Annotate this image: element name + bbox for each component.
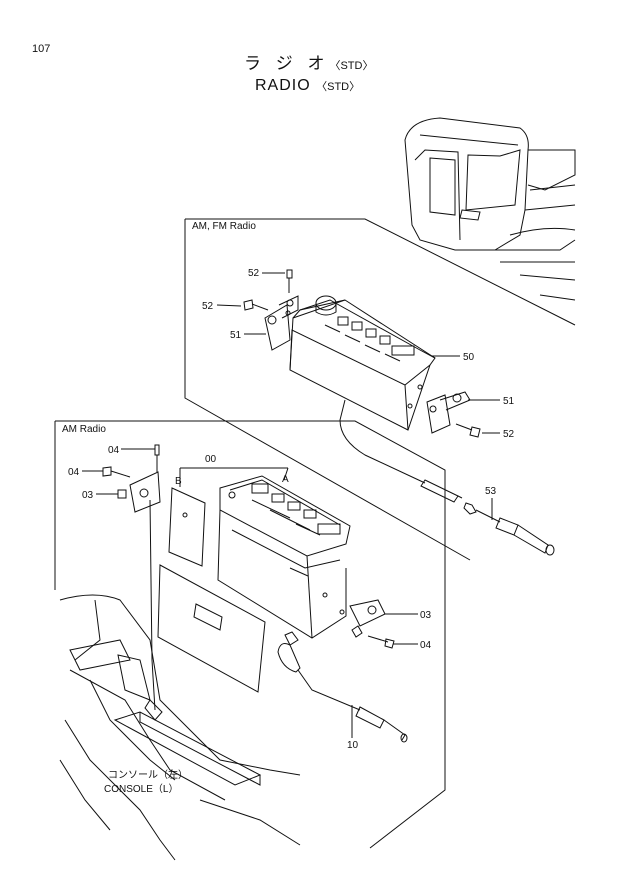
am-leaders <box>82 448 418 738</box>
callout-51: 51 <box>230 330 242 341</box>
title-en-text: RADIO <box>255 77 311 94</box>
am-radio-unit <box>217 475 351 639</box>
callout-10: 10 <box>347 740 359 751</box>
console-label-jp: コンソール（左） <box>108 768 188 781</box>
am-panel-label: AM Radio <box>62 424 106 435</box>
callout-52: 52 <box>202 301 214 312</box>
am-fm-antenna-cable <box>339 399 555 556</box>
callout-04: 04 <box>108 445 120 456</box>
title-en-tag: 〈STD〉 <box>316 81 361 93</box>
title-japanese: ラ ジ オ〈STD〉 <box>244 55 373 72</box>
excavator-cab-illustration <box>404 117 576 301</box>
callout-52: 52 <box>503 429 515 440</box>
callout-a: A <box>282 474 289 485</box>
am-antenna-cable <box>277 631 408 743</box>
title-jp-tag: 〈STD〉 <box>329 60 374 72</box>
callout-52: 52 <box>248 268 260 279</box>
callout-53: 53 <box>485 486 497 497</box>
console-illustration <box>59 594 301 861</box>
am-fm-panel-label: AM, FM Radio <box>192 221 256 232</box>
console-label-en: CONSOLE（L） <box>104 783 178 795</box>
title-jp-text: ラ ジ オ <box>244 54 330 73</box>
callout-b: B <box>175 476 182 487</box>
title-english: RADIO 〈STD〉 <box>255 78 360 94</box>
callout-04: 04 <box>68 467 80 478</box>
am-fm-brackets <box>243 269 481 438</box>
am-fm-panel-frame: AM, FM Radio <box>184 218 576 561</box>
page-number: 107 <box>32 43 51 55</box>
callout-03: 03 <box>420 610 432 621</box>
am-fm-radio-unit <box>285 295 436 431</box>
callout-50: 50 <box>463 352 475 363</box>
am-mounting-plates <box>157 487 266 693</box>
am-panel-frame: AM Radio <box>54 420 446 849</box>
am-fm-leaders <box>216 272 500 520</box>
callout-04: 04 <box>420 640 432 651</box>
callout-03: 03 <box>82 490 94 501</box>
callout-00: 00 <box>205 454 217 465</box>
callout-51: 51 <box>503 396 515 407</box>
am-brackets <box>102 444 395 649</box>
